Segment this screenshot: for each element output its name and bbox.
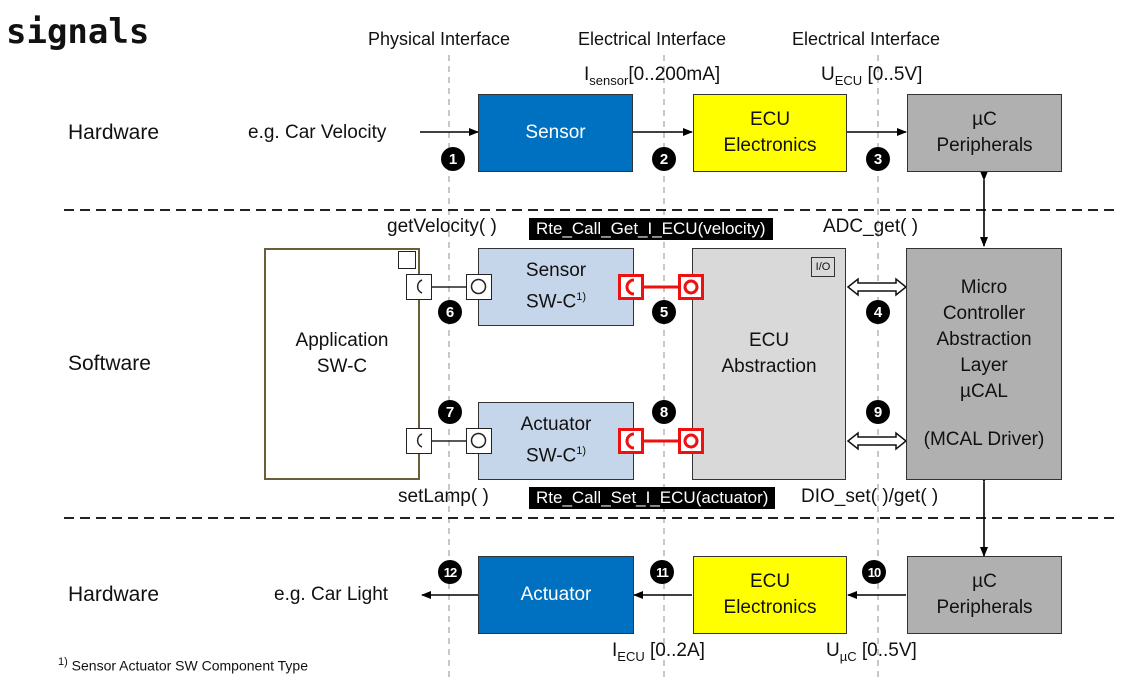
ecu-electronics-bottom-line2: Electronics <box>723 597 817 618</box>
component-icon <box>398 251 416 269</box>
step-badge-5: 5 <box>652 300 676 324</box>
step-badge-11: 11 <box>650 560 674 584</box>
actuator-swc-require-port <box>618 428 644 454</box>
sensor-swc-line2: SW-C1) <box>525 291 587 313</box>
actuator-swc-provide-port <box>466 428 492 454</box>
step-badge-7: 7 <box>438 400 462 424</box>
ecu-electronics-bottom-block: ECU Electronics <box>693 556 847 634</box>
electrical-interface-label-2: Electrical Interface <box>792 29 941 49</box>
electrical-interface-label-1: Electrical Interface <box>578 29 727 49</box>
step-badge-12: 12 <box>438 560 462 584</box>
app-require-port-sensor <box>406 274 432 300</box>
physical-interface-label: Physical Interface <box>368 29 511 49</box>
actuator-swc-line2: SW-C1) <box>525 445 587 467</box>
uc-peripherals-top-block: µC Peripherals <box>907 94 1062 172</box>
uc-peripherals-bottom-line2: Peripherals <box>936 597 1033 618</box>
car-light-label: e.g. Car Light <box>274 584 389 605</box>
mcal-line1: Micro <box>960 277 1008 298</box>
sensor-block: Sensor <box>478 94 633 172</box>
ecu-abstraction-block: ECU Abstraction <box>692 248 846 480</box>
signal-i-ecu: IECU [0..2A] <box>612 640 705 664</box>
mcal-block: Micro Controller Abstraction Layer µCAL … <box>906 248 1062 480</box>
mcal-line7: (MCAL Driver) <box>923 429 1045 450</box>
layer-hardware-bottom: Hardware <box>68 583 160 606</box>
mcal-line5: µCAL <box>960 381 1008 402</box>
step-badge-8: 8 <box>652 400 676 424</box>
page-title: signals <box>6 12 150 52</box>
uc-peripherals-bottom-line1: µC <box>972 571 997 592</box>
application-swc-line1: Application <box>295 330 389 351</box>
actuator-block-label: Actuator <box>520 584 592 605</box>
set-lamp-call: setLamp( ) <box>398 486 489 507</box>
step-badge-3: 3 <box>866 147 890 171</box>
uc-peripherals-top-line2: Peripherals <box>936 135 1033 156</box>
ecu-electronics-bottom-line1: ECU <box>749 571 791 592</box>
mcal-line2: Controller <box>942 303 1026 324</box>
sensor-block-label: Sensor <box>525 122 586 143</box>
step-badge-6: 6 <box>438 300 462 324</box>
car-velocity-label: e.g. Car Velocity <box>248 122 387 143</box>
ecu-abstraction-provide-port-sensor <box>678 274 704 300</box>
signal-u-uc: UµC [0..5V] <box>826 640 917 664</box>
layer-software: Software <box>68 352 151 375</box>
signal-i-sensor: Isensor[0..200mA] <box>584 64 721 88</box>
dio-call: DIO_set( )/get( ) <box>801 486 939 507</box>
app-require-port-actuator <box>406 428 432 454</box>
ecu-abstraction-line2: Abstraction <box>721 356 817 377</box>
ecu-electronics-top-line1: ECU <box>749 109 791 130</box>
actuator-swc-block: Actuator SW-C1) <box>478 402 634 480</box>
application-swc-block: Application SW-C <box>264 248 420 480</box>
rte-set-call: Rte_Call_Set_I_ECU(actuator) <box>529 487 776 509</box>
ecu-electronics-top-line2: Electronics <box>723 135 817 156</box>
step-badge-10: 10 <box>862 560 886 584</box>
step-badge-1: 1 <box>441 147 465 171</box>
sensor-swc-block: Sensor SW-C1) <box>478 248 634 326</box>
actuator-swc-line1: Actuator <box>520 414 592 436</box>
layer-hardware-top: Hardware <box>68 121 160 144</box>
ecu-electronics-top-block: ECU Electronics <box>693 94 847 172</box>
uc-peripherals-top-line1: µC <box>972 109 997 130</box>
double-arrow-9 <box>846 431 908 451</box>
adc-get-call: ADC_get( ) <box>823 216 919 237</box>
signal-u-ecu: UECU [0..5V] <box>821 64 923 88</box>
sensor-swc-require-port <box>618 274 644 300</box>
application-swc-line2: SW-C <box>316 356 368 377</box>
sensor-swc-provide-port <box>466 274 492 300</box>
mcal-line3: Abstraction <box>936 329 1032 350</box>
ecu-abstraction-provide-port-actuator <box>678 428 704 454</box>
rte-get-call: Rte_Call_Get_I_ECU(velocity) <box>529 218 773 240</box>
mcal-line4: Layer <box>960 355 1008 376</box>
io-icon: I/O <box>811 257 835 277</box>
footnote: 1) Sensor Actuator SW Component Type <box>58 656 308 674</box>
step-badge-9: 9 <box>866 400 890 424</box>
uc-peripherals-bottom-block: µC Peripherals <box>907 556 1062 634</box>
get-velocity-call: getVelocity( ) <box>387 216 497 237</box>
actuator-block: Actuator <box>478 556 634 634</box>
double-arrow-4 <box>846 277 908 297</box>
sensor-swc-line1: Sensor <box>525 260 587 282</box>
step-badge-2: 2 <box>652 147 676 171</box>
step-badge-4: 4 <box>866 300 890 324</box>
ecu-abstraction-line1: ECU <box>748 330 790 351</box>
